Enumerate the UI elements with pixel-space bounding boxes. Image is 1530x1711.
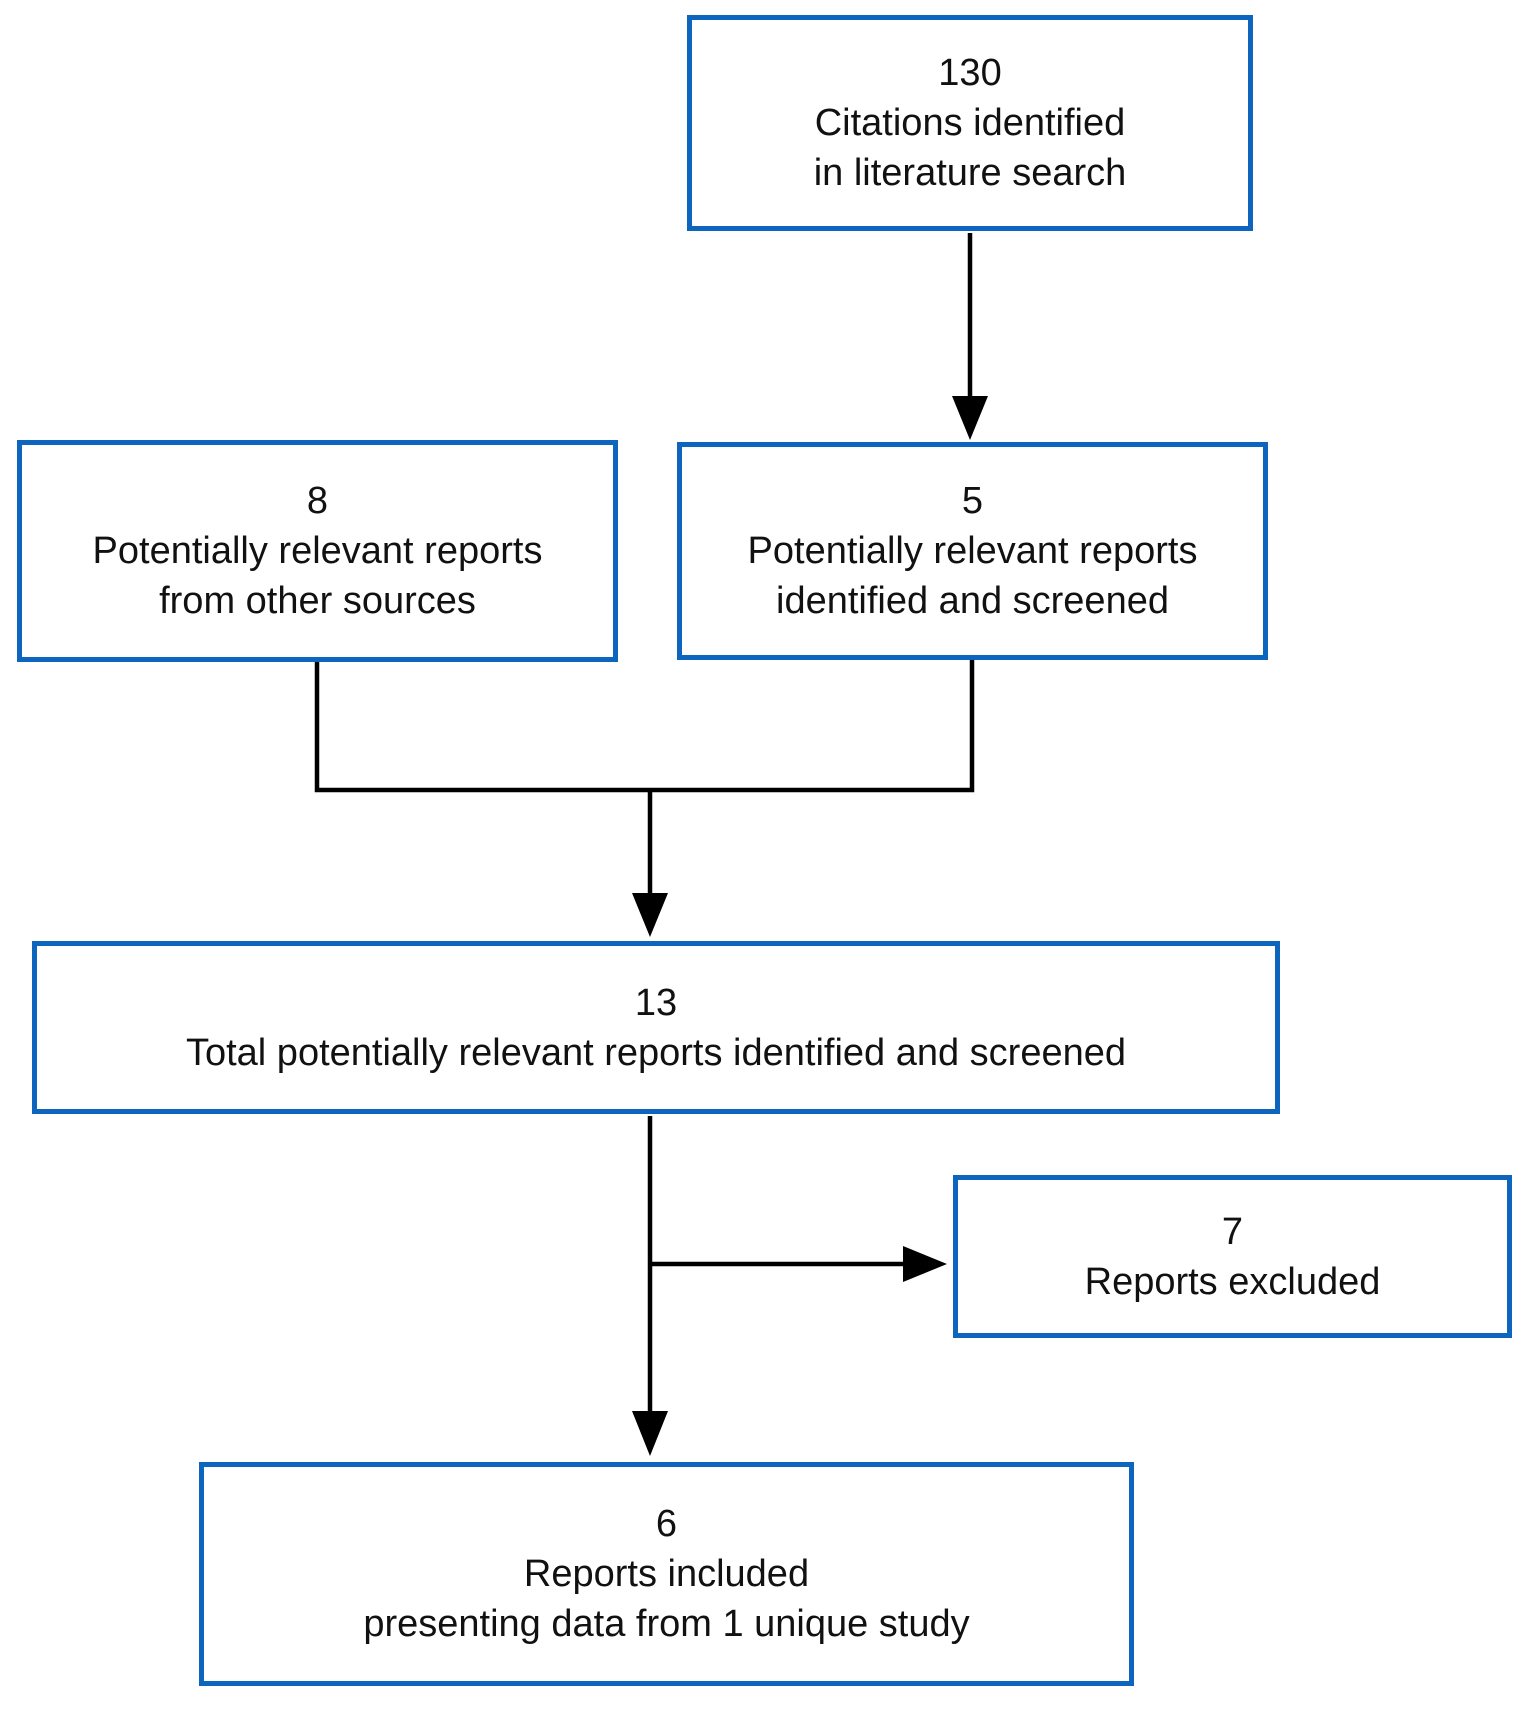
identified-screened-label-line1: Potentially relevant reports <box>747 530 1198 572</box>
excluded-label-line1: Reports excluded <box>1084 1260 1381 1303</box>
arrow-merge-to-total-head <box>632 893 668 937</box>
arrow-total-to-included-head <box>632 1411 668 1456</box>
box-reports-other-sources: 8 Potentially relevant reports from othe… <box>17 440 618 662</box>
included-label-line2: presenting data from 1 unique study <box>363 1603 970 1645</box>
total-label-line1: Total potentially relevant reports ident… <box>185 1031 1127 1074</box>
other-sources-label-line2: from other sources <box>159 580 476 622</box>
arrow-branch-to-excluded-head <box>903 1246 947 1282</box>
box-total-reports-screened: 13 Total potentially relevant reports id… <box>32 941 1280 1114</box>
excluded-count: 7 <box>1221 1210 1244 1253</box>
box-reports-identified-screened: 5 Potentially relevant reports identifie… <box>677 442 1268 660</box>
included-count: 6 <box>655 1503 678 1545</box>
other-sources-count: 8 <box>306 480 329 522</box>
box-citations-identified: 130 Citations identified in literature s… <box>687 15 1253 231</box>
identified-screened-count: 5 <box>961 480 984 522</box>
citations-label-line1: Citations identified <box>814 102 1126 144</box>
arrow-citations-to-screened-head <box>952 396 988 440</box>
merge-connector <box>314 656 975 793</box>
box-reports-excluded: 7 Reports excluded <box>953 1175 1512 1338</box>
box-reports-included: 6 Reports included presenting data from … <box>199 1462 1134 1686</box>
included-label-line1: Reports included <box>523 1553 810 1595</box>
identified-screened-label-line2: identified and screened <box>776 580 1169 622</box>
other-sources-label-line1: Potentially relevant reports <box>92 530 543 572</box>
total-count: 13 <box>634 981 678 1024</box>
citations-count: 130 <box>938 52 1002 94</box>
citations-label-line2: in literature search <box>813 152 1127 194</box>
